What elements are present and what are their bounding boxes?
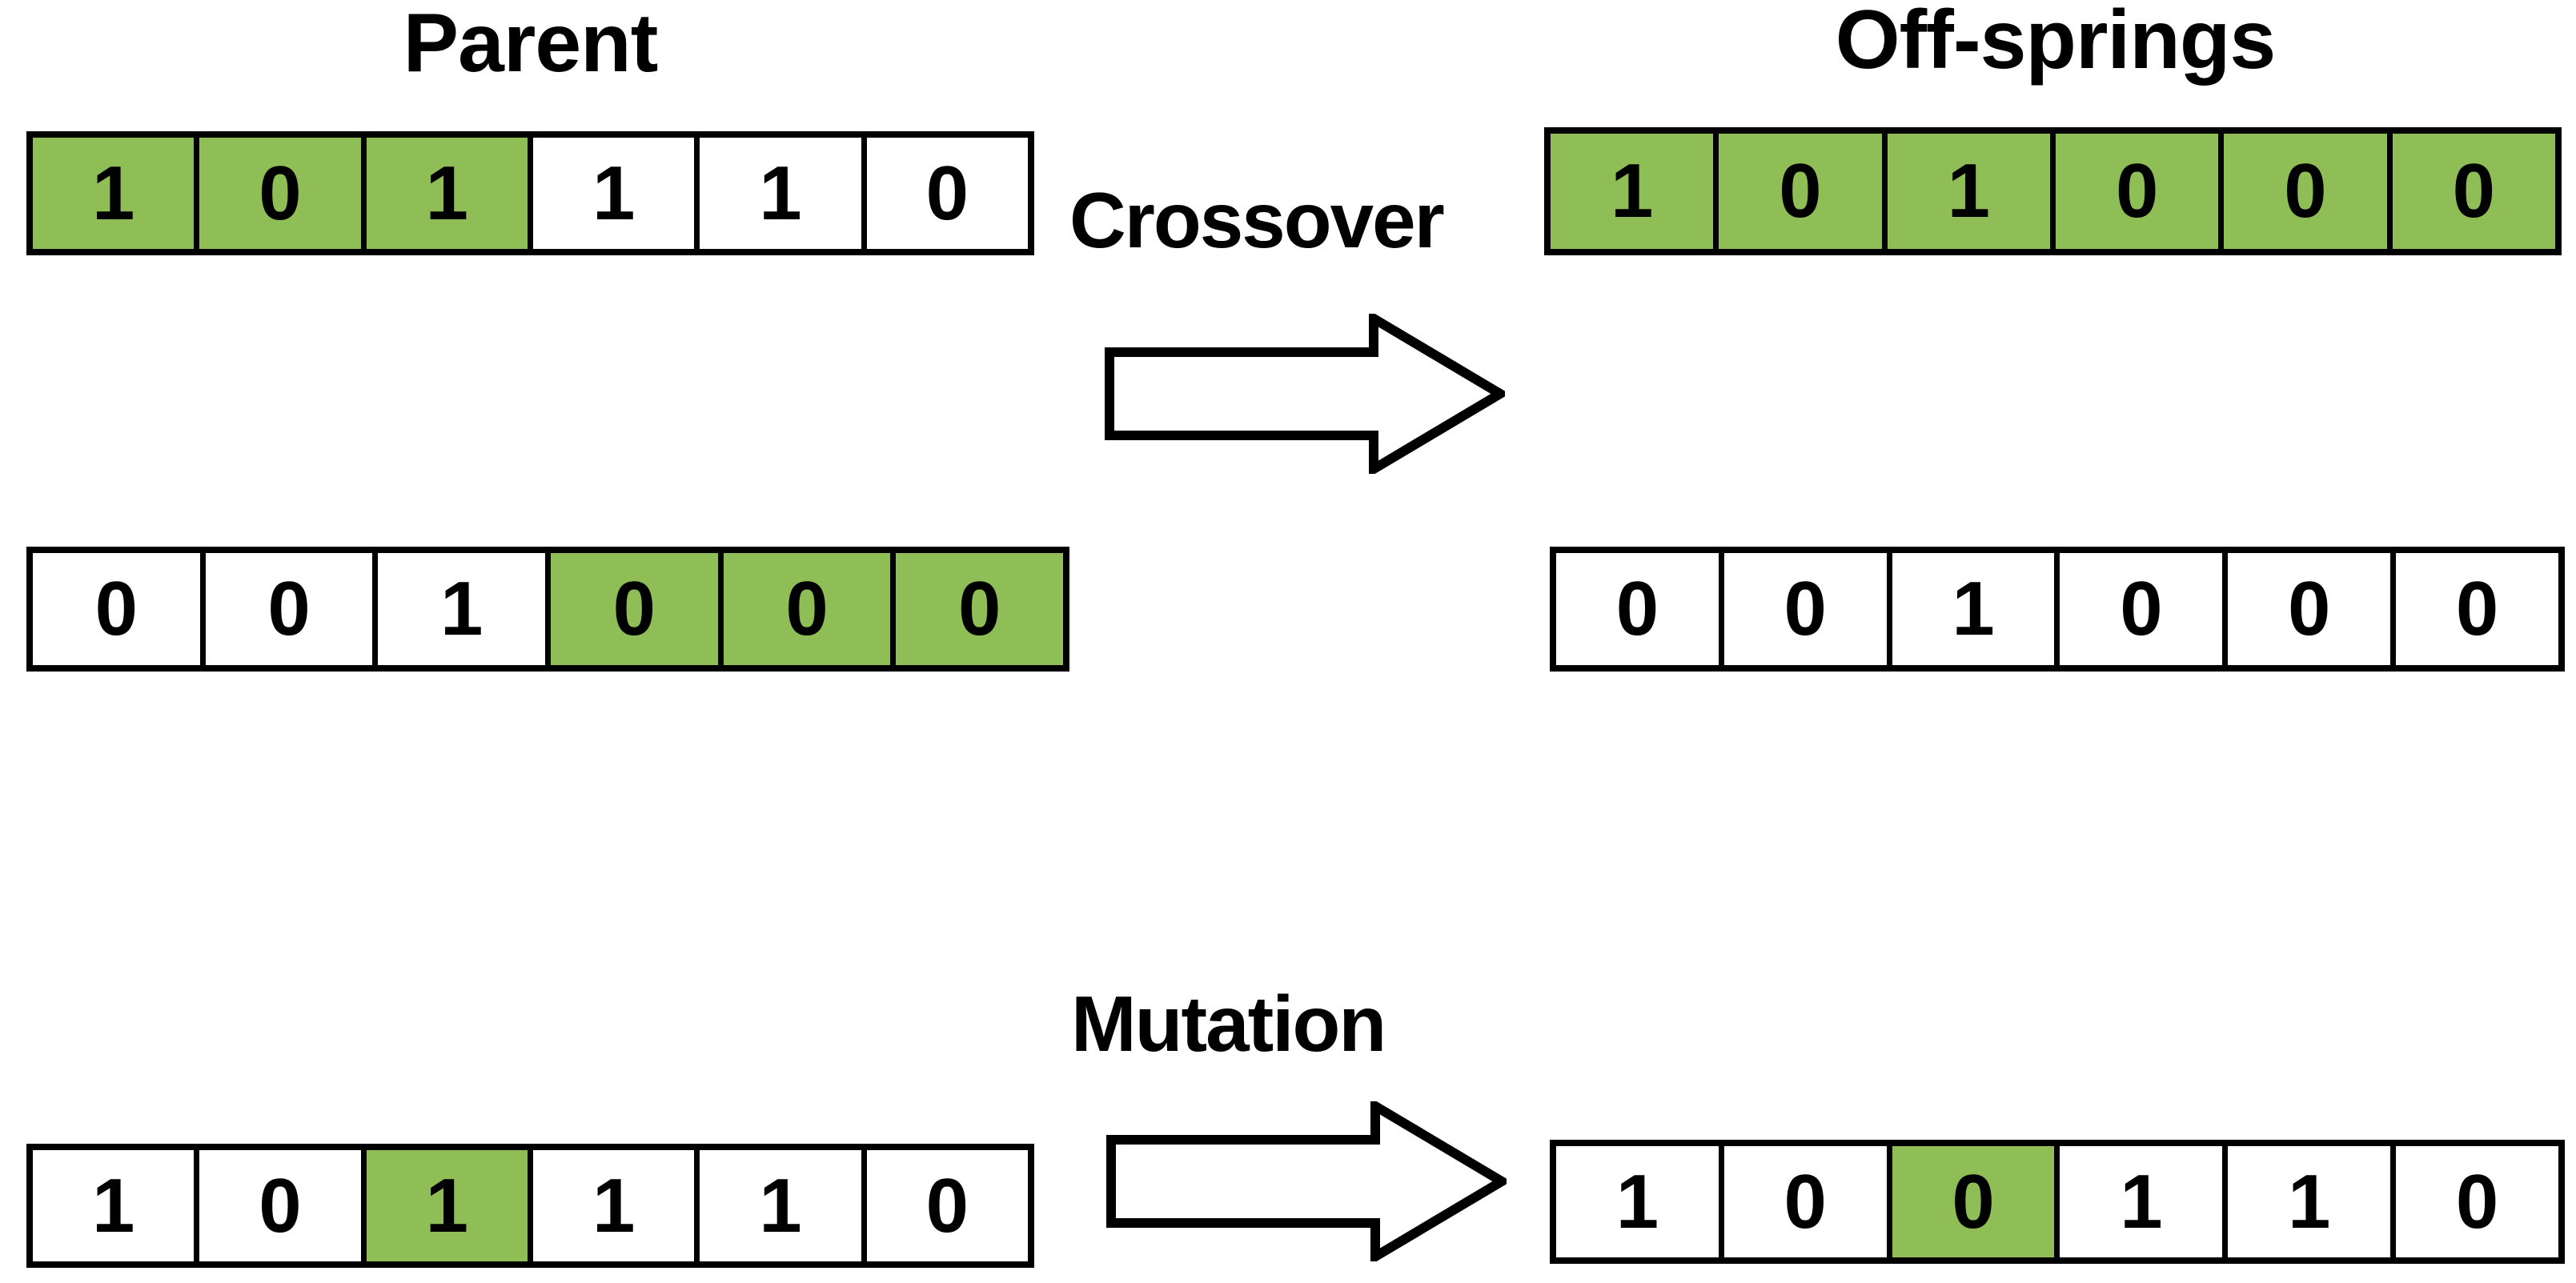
gene-cell: 0 (551, 553, 724, 665)
gene-cell: 1 (532, 1150, 700, 1261)
gene-cell: 1 (33, 138, 200, 249)
gene-cell: 0 (2392, 134, 2555, 249)
gene-cell: 1 (33, 1150, 200, 1261)
gene-cell: 0 (2228, 553, 2397, 665)
gene-cell: 0 (1719, 134, 1888, 249)
offsprings-column-title: Off-springs (1835, 0, 2276, 86)
crossover-arrow-icon (1105, 314, 1505, 474)
crossover-operator-label: Crossover (1069, 176, 1445, 264)
gene-cell: 1 (1887, 134, 2056, 249)
gene-cell: 0 (866, 1150, 1028, 1261)
gene-cell: 0 (896, 553, 1064, 665)
gene-cell: 1 (2060, 1146, 2229, 1257)
gene-cell: 0 (2055, 134, 2225, 249)
gene-cell: 1 (378, 553, 552, 665)
gene-cell: 0 (2396, 1146, 2558, 1257)
gene-cell: 1 (700, 1150, 867, 1261)
gene-cell: 0 (866, 138, 1028, 249)
gene-cell: 1 (700, 138, 867, 249)
gene-cell: 1 (1892, 553, 2060, 665)
mutation-arrow-icon (1106, 1101, 1507, 1261)
mutation-operator-label: Mutation (1071, 980, 1386, 1068)
gene-cell: 0 (205, 553, 379, 665)
gene-cell: 0 (2060, 553, 2229, 665)
gene-cell: 0 (199, 138, 367, 249)
gene-cell: 0 (199, 1150, 367, 1261)
gene-cell: 1 (1556, 1146, 1724, 1257)
gene-cell: 0 (33, 553, 206, 665)
gene-cell: 1 (2228, 1146, 2397, 1257)
gene-cell: 1 (366, 138, 533, 249)
gene-cell: 0 (1556, 553, 1724, 665)
gene-cell: 1 (366, 1150, 533, 1261)
gene-cell: 0 (1892, 1146, 2060, 1257)
gene-cell: 0 (723, 553, 897, 665)
gene-cell: 0 (2224, 134, 2393, 249)
gene-cell: 1 (1551, 134, 1719, 249)
gene-cell: 0 (1723, 1146, 1892, 1257)
parent-column-title: Parent (403, 0, 659, 90)
gene-cell: 1 (532, 138, 700, 249)
gene-cell: 0 (2396, 553, 2558, 665)
gene-cell: 0 (1723, 553, 1892, 665)
